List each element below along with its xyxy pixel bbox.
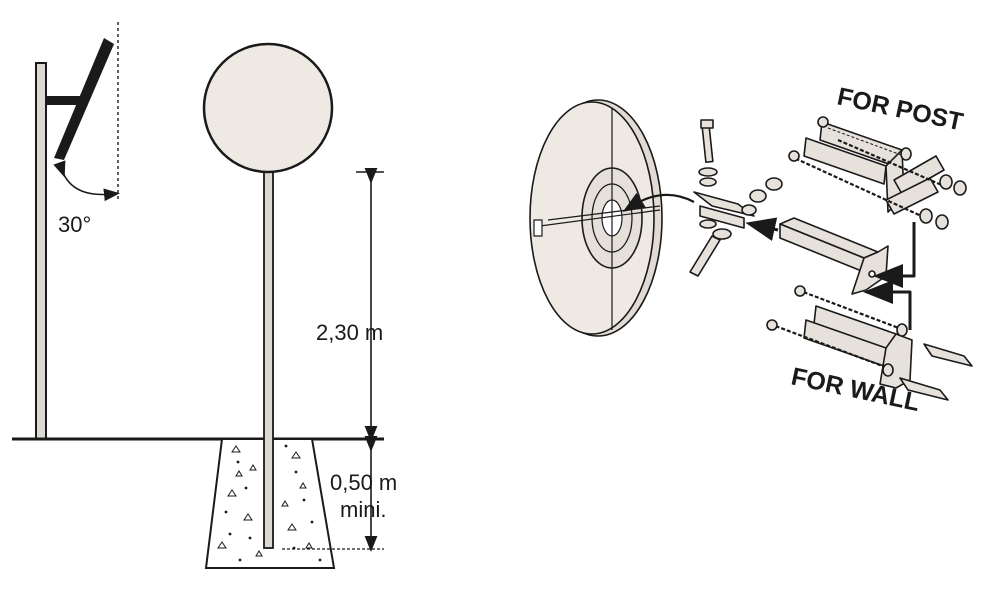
front-mirror [202,42,334,174]
concrete-aggregate [217,445,313,557]
attach-arrow [622,192,695,212]
depth-label: 0,50 m [330,470,397,495]
wall-bracket-set [766,285,973,401]
wall-arrow [863,280,912,330]
for-post-label: FOR POST [835,82,966,136]
side-bracket [46,96,84,105]
bracket-arrow [745,217,779,241]
post-arrow [873,222,916,288]
middle-bracket [779,217,889,295]
side-mirror [54,38,114,160]
tilt-arc-arrow [53,160,120,202]
front-view: 2,30 m 0,50 m mini. [12,42,397,569]
height-label: 2,30 m [316,320,383,345]
side-view: 30° [35,22,120,440]
center-hardware [689,119,783,277]
mirror-disk [529,99,663,337]
side-post [35,62,47,440]
concrete-dots [224,444,322,562]
front-post [263,169,274,549]
exploded-assembly: FOR POST FOR WALL [529,82,973,417]
tilt-angle-label: 30° [58,212,91,237]
depth-sublabel: mini. [340,497,386,522]
post-bracket-set [788,116,967,230]
